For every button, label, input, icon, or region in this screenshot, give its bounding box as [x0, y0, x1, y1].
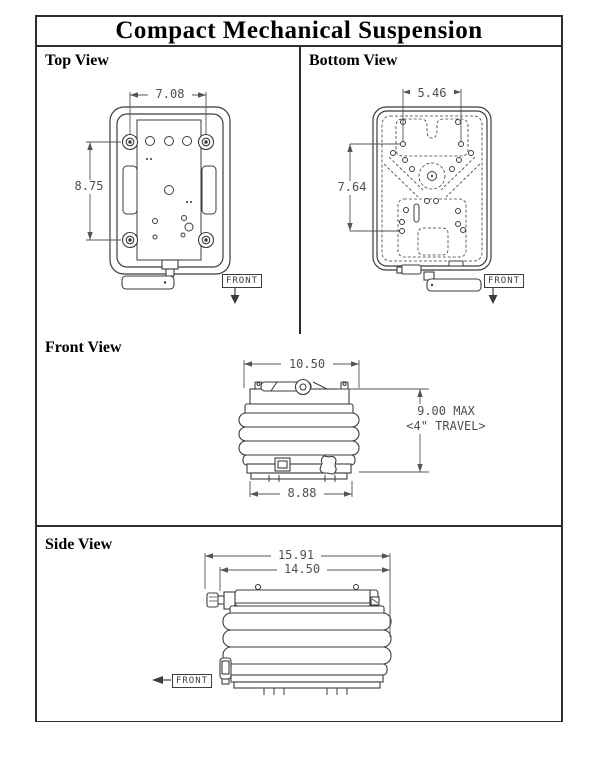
side-view-latch: [219, 657, 232, 685]
side-view-label: Side View: [45, 536, 113, 553]
top-view-label: Top View: [45, 52, 109, 69]
front-arrow-down-icon: [230, 288, 240, 304]
side-view-bellows: [222, 605, 392, 695]
side-view-inner-width-dimension: 14.50: [277, 563, 327, 577]
front-arrow-left-icon: [152, 676, 171, 684]
bottom-view-features: [413, 171, 464, 267]
top-view-handle: [121, 259, 179, 290]
side-view-panel: Side View 15.91 14.50 FRONT: [37, 527, 561, 721]
top-view-panel: Top View 7.08 8.75 FRONT: [37, 47, 301, 334]
front-view-buckle: [268, 455, 337, 482]
side-view-outer-width-dimension: 15.91: [271, 549, 321, 563]
front-view-bottom-width-dimension: 8.88: [280, 487, 324, 501]
height-dimension-line1: 9.00 MAX: [417, 404, 475, 418]
top-view-drawing: [86, 92, 240, 304]
front-view-top-plate: [249, 378, 350, 405]
top-row: Top View 7.08 8.75 FRONT: [37, 47, 561, 334]
sheet-title: Compact Mechanical Suspension: [115, 17, 483, 44]
bottom-view-handle: [396, 264, 482, 292]
bottom-view-body: [372, 106, 492, 271]
front-view-label: Front View: [45, 339, 122, 356]
front-view-dimensions: [243, 360, 429, 497]
height-dimension-line2: <4" TRAVEL>: [406, 419, 486, 433]
bottom-view-panel: Bottom View 5.46 7.64 FRONT: [301, 47, 561, 334]
front-direction-label: FRONT: [484, 274, 524, 288]
bottom-view-label: Bottom View: [309, 52, 398, 69]
bottom-view-holes: [390, 119, 474, 234]
drawing-frame: Compact Mechanical Suspension: [35, 15, 563, 722]
side-view-drawing: [152, 553, 392, 695]
front-view-panel: Front View 10.50 9.00 MAX <4" TRAVEL> 8.…: [37, 334, 561, 527]
top-view-width-dimension: 7.08: [148, 88, 192, 102]
front-arrow-down-icon: [488, 288, 498, 304]
front-view-height-dimension: 9.00 MAX <4" TRAVEL>: [385, 404, 507, 434]
bottom-view-hidden-lines: [381, 115, 483, 262]
bottom-view-height-dimension: 7.64: [332, 181, 372, 195]
top-view-holes: [145, 136, 194, 240]
front-view-bellows: [238, 403, 360, 480]
side-view-top-plate: [206, 583, 380, 610]
front-direction-label: FRONT: [172, 674, 212, 688]
front-view-top-width-dimension: 10.50: [281, 358, 333, 372]
top-view-height-dimension: 8.75: [69, 180, 109, 194]
title-bar: Compact Mechanical Suspension: [37, 17, 561, 47]
bottom-view-width-dimension: 5.46: [410, 87, 454, 101]
front-direction-label: FRONT: [222, 274, 262, 288]
top-view-corner-bolts: [121, 133, 215, 249]
front-view-drawing: [238, 360, 429, 497]
